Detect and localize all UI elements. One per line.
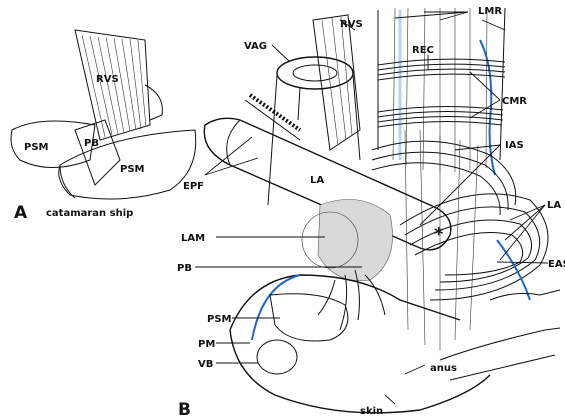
panel-a-illustration xyxy=(11,30,196,199)
panel-b-label-vag: VAG xyxy=(244,41,267,52)
panel-a-label-psm-right: PSM xyxy=(120,164,145,175)
panel-a-label-rvs: RVS xyxy=(96,74,119,85)
panel-a-label-pb: PB xyxy=(84,138,99,149)
panel-b-label-pb: PB xyxy=(177,263,192,274)
panel-b-label-vb: VB xyxy=(198,359,213,370)
panel-b-label-ias: IAS xyxy=(505,140,524,151)
panel-b-illustration xyxy=(204,8,560,413)
panel-b-label-pm: PM xyxy=(198,339,215,350)
panel-b-label-rec: REC xyxy=(412,45,434,56)
panel-b-label-anus: anus xyxy=(430,363,457,374)
panel-b-label-skin: skin xyxy=(360,406,383,417)
panel-a-letter: A xyxy=(14,203,28,223)
panel-a-caption: catamaran ship xyxy=(46,208,133,219)
panel-a-label-psm-left: PSM xyxy=(24,142,49,153)
panel-b-label-rvs: RVS xyxy=(340,19,363,30)
panel-b-label-la-right: LA xyxy=(547,200,561,211)
panel-b-label-eas: EAS xyxy=(548,259,565,270)
panel-b-label-cmr: CMR xyxy=(502,96,527,107)
panel-b-letter: B xyxy=(178,400,191,420)
panel-b-asterisk: * xyxy=(434,224,444,245)
panel-b-label-epf: EPF xyxy=(183,181,204,192)
panel-b-label-la: LA xyxy=(310,175,324,186)
panel-b-label-lmr: LMR xyxy=(478,6,502,17)
panel-b-label-psm: PSM xyxy=(207,314,232,325)
panel-b-label-lam: LAM xyxy=(181,233,205,244)
